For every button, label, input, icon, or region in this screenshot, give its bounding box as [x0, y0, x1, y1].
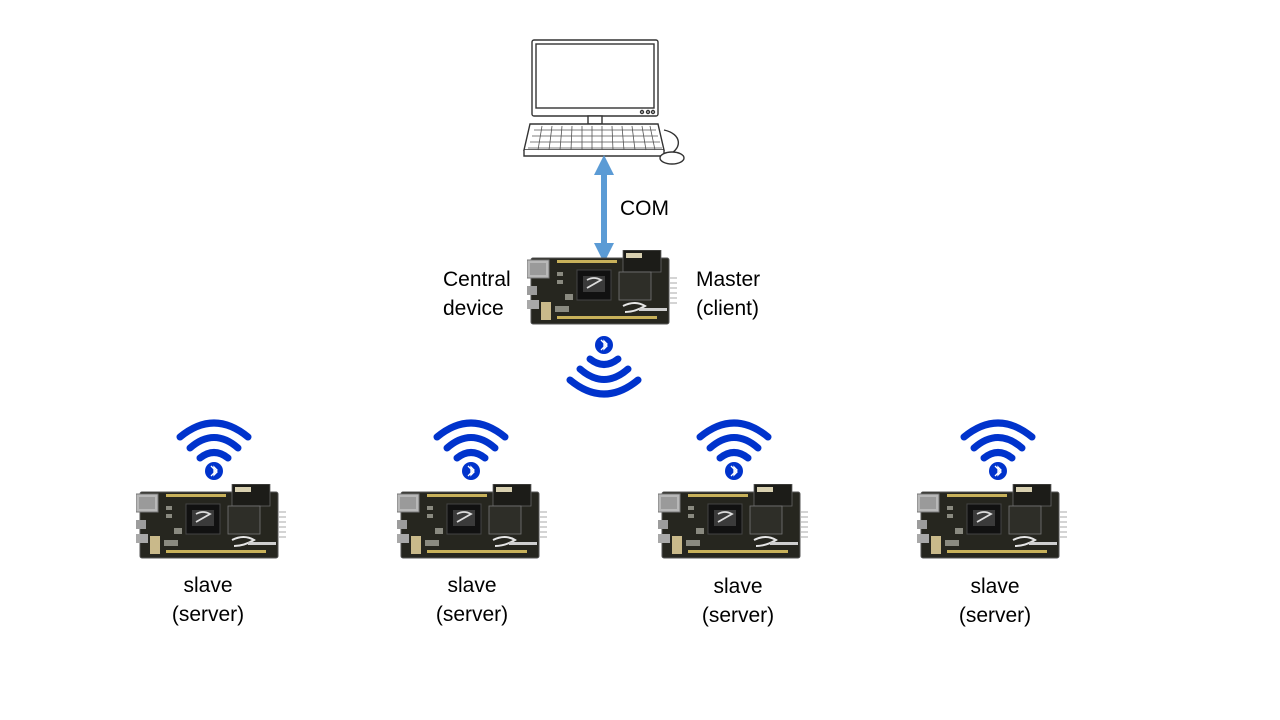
central-role-line2: device — [443, 297, 504, 320]
slave-mode: (server) — [171, 603, 245, 626]
slave-dev-board — [397, 484, 547, 562]
slave-dev-board — [136, 484, 286, 562]
slave-label: slave (server) — [422, 571, 522, 629]
slave-mode: (server) — [435, 603, 509, 626]
slave-mode: (server) — [701, 604, 775, 627]
slave-label: slave (server) — [945, 572, 1045, 630]
com-link-arrow — [594, 155, 614, 263]
slave-label: slave (server) — [688, 572, 788, 630]
central-mode-line2: (client) — [696, 297, 760, 320]
slave-mode: (server) — [958, 604, 1032, 627]
slave-label: slave (server) — [158, 571, 258, 629]
bluetooth-signal-icon — [564, 336, 644, 400]
slave-role: slave — [713, 575, 763, 598]
central-mode-line1: Master — [696, 268, 761, 291]
central-role-line1: Central — [443, 268, 511, 291]
bluetooth-signal-icon — [174, 417, 254, 481]
slave-role: slave — [970, 575, 1020, 598]
slave-role: slave — [447, 574, 497, 597]
bluetooth-signal-icon — [958, 417, 1038, 481]
slave-dev-board — [658, 484, 808, 562]
central-device-label: Central device — [443, 265, 511, 323]
com-label: COM — [620, 197, 669, 220]
slave-role: slave — [183, 574, 233, 597]
slave-dev-board — [917, 484, 1067, 562]
central-dev-board — [527, 250, 677, 328]
bluetooth-signal-icon — [694, 417, 774, 481]
bluetooth-signal-icon — [431, 417, 511, 481]
desktop-computer-icon — [523, 39, 685, 165]
master-client-label: Master (client) — [696, 265, 760, 323]
